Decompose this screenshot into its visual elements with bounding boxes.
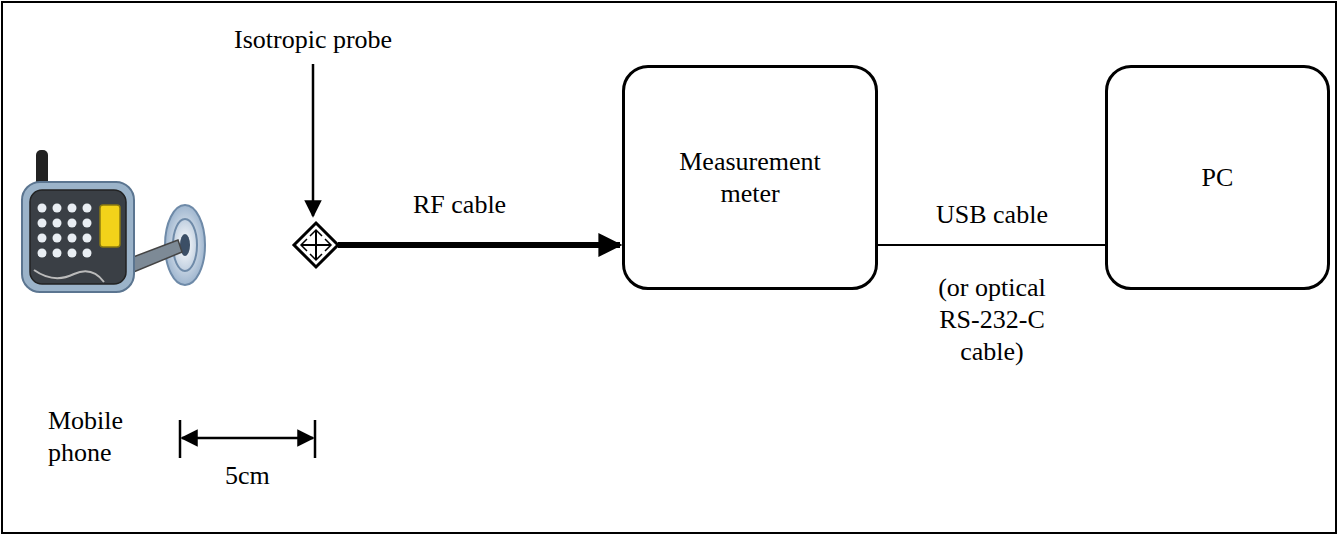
device-label: Mobile phone bbox=[48, 405, 138, 469]
probe-label: Isotropic probe bbox=[234, 24, 392, 56]
dimension-label: 5cm bbox=[225, 460, 270, 492]
edge-label: USB cable bbox=[936, 199, 1048, 231]
box-label: Measurement meter bbox=[663, 146, 838, 210]
mobile-phone-illustration bbox=[22, 150, 205, 292]
usb-cable-line bbox=[878, 244, 1105, 246]
pointer-arrow bbox=[312, 64, 315, 216]
cable-note: (or optical RS-232-C cable) bbox=[917, 272, 1067, 368]
box-label: PC bbox=[1202, 162, 1234, 194]
meter-box: Measurement meter bbox=[622, 65, 878, 290]
probe-symbol bbox=[294, 223, 338, 267]
rf-cable bbox=[338, 242, 620, 248]
node-text-group: Measurement meter bbox=[663, 146, 838, 210]
pc-box: PC bbox=[1105, 65, 1330, 290]
dimension-line bbox=[180, 420, 315, 458]
cable-label: RF cable bbox=[413, 189, 506, 221]
node-text-group: PC bbox=[1202, 162, 1234, 194]
